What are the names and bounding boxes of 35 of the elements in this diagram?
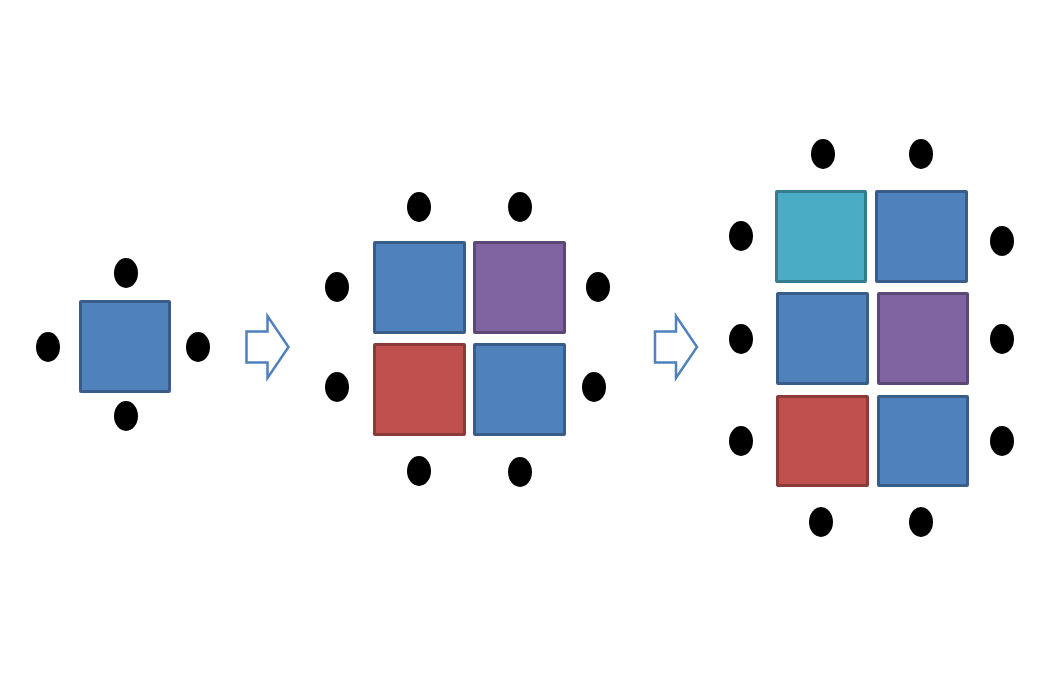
dot [407, 192, 431, 222]
dot [36, 332, 60, 362]
dot [809, 507, 833, 537]
dot [582, 372, 606, 402]
dot [114, 258, 138, 288]
square-tile [473, 343, 566, 436]
square-tile [877, 395, 969, 487]
dot [990, 426, 1014, 456]
dot [586, 272, 610, 302]
square-tile [776, 395, 869, 487]
dot [729, 221, 753, 251]
dot [729, 324, 753, 354]
hollow-arrow [653, 311, 699, 383]
dot [990, 324, 1014, 354]
dot [114, 401, 138, 431]
dot [990, 226, 1014, 256]
dot [325, 372, 349, 402]
square-tile [776, 292, 869, 385]
dot [325, 272, 349, 302]
dot [729, 426, 753, 456]
square-tile [775, 190, 867, 283]
dot [909, 139, 933, 169]
dot [186, 332, 210, 362]
hollow-arrow [245, 311, 290, 383]
square-tile [473, 241, 566, 334]
square-tile [877, 292, 969, 385]
dot [909, 507, 933, 537]
square-tile [373, 343, 466, 436]
dot [811, 139, 835, 169]
square-tile [79, 300, 171, 393]
square-tile [875, 190, 968, 283]
dot [508, 457, 532, 487]
dot [407, 456, 431, 486]
dot [508, 192, 532, 222]
square-tile [373, 241, 466, 334]
